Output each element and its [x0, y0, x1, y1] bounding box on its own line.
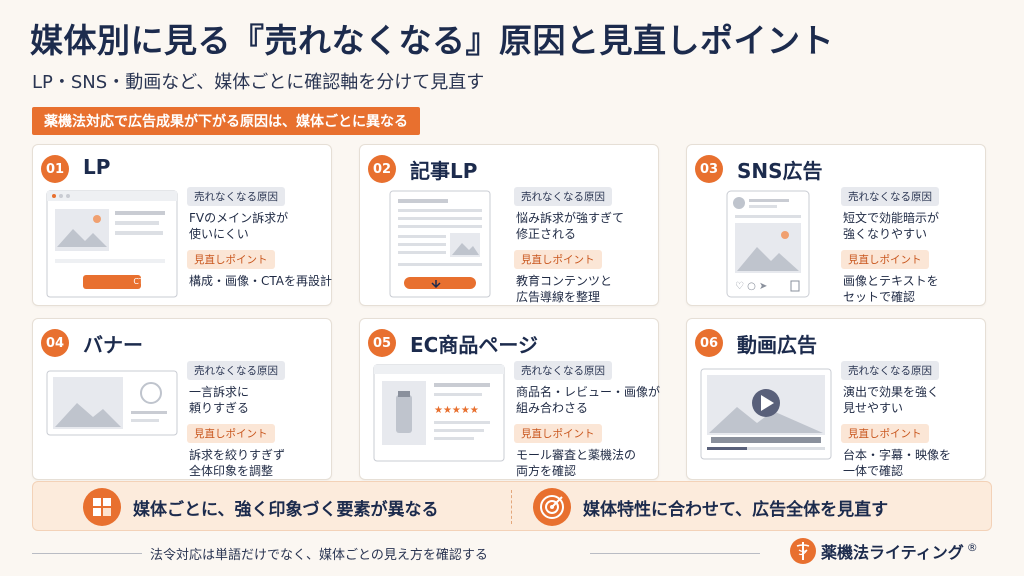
reason-line: 短文で効能暗示が [843, 211, 940, 225]
point-line: 画像とテキストを [843, 274, 939, 288]
card-info: 売れなくなる原因 演出で効果を強く 見せやすい 見直しポイント 台本・字幕・映像… [841, 359, 985, 485]
reason-text: 商品名・レビュー・画像が 組み合わさる [516, 384, 661, 416]
reason-text: 演出で効果を強く 見せやすい [843, 384, 985, 416]
card-number: 04 [41, 329, 69, 357]
card-title: EC商品ページ [410, 333, 538, 357]
card-number: 06 [695, 329, 723, 357]
card-info: 売れなくなる原因 短文で効能暗示が 強くなりやすい 見直しポイント 画像とテキス… [841, 185, 985, 311]
page-title: 媒体別に見る『売れなくなる』原因と見直しポイント [30, 21, 834, 60]
point-line: 両方を確認 [516, 464, 577, 478]
media-card-grid: 01 LP CTA 売れなくなる原因 FVのメイン訴求が 使いにくい 見直しポイ… [32, 144, 992, 480]
footer-text: 法令対応は単語だけでなく、媒体ごとの見え方を確認する [150, 548, 488, 563]
svg-text:♡ ○ ➤: ♡ ○ ➤ [735, 281, 767, 292]
card-banner: 04 バナー 売れなくなる原因 一言訴求に 頼りすぎる 見直しポイント 訴求を絞… [32, 318, 332, 480]
point-line: 教育コンテンツと [516, 274, 613, 288]
puzzle-icon [83, 488, 121, 526]
card-info: 売れなくなる原因 FVのメイン訴求が 使いにくい 見直しポイント 構成・画像・C… [187, 185, 332, 295]
point-line: セットで確認 [843, 290, 916, 304]
card-info: 売れなくなる原因 悩み訴求が強すぎて 修正される 見直しポイント 教育コンテンツ… [514, 185, 658, 311]
card-title: バナー [83, 333, 143, 357]
card-ec-product-page: 05 EC商品ページ ★★★★★ 売れなくなる原因 商品名・レビュー・画像が 組… [359, 318, 660, 480]
summary-right-text: 媒体特性に合わせて、広告全体を見直す [583, 500, 889, 520]
reason-tag: 売れなくなる原因 [514, 187, 612, 206]
reason-tag: 売れなくなる原因 [514, 361, 612, 380]
point-text: 訴求を絞りすぎず 全体印象を調整 [189, 447, 331, 479]
point-tag: 見直しポイント [514, 424, 602, 443]
point-tag: 見直しポイント [841, 250, 929, 269]
reason-tag: 売れなくなる原因 [187, 361, 285, 380]
card-info: 売れなくなる原因 商品名・レビュー・画像が 組み合わさる 見直しポイント モール… [514, 359, 661, 485]
registered-mark: ® [966, 540, 978, 554]
point-line: 一体で確認 [843, 464, 904, 478]
reason-text: FVのメイン訴求が 使いにくい [189, 210, 331, 242]
banner-illustration [46, 370, 178, 436]
card-title: 記事LP [410, 159, 478, 183]
page-subtitle: LP・SNS・動画など、媒体ごとに確認軸を分けて見直す [32, 72, 485, 93]
footer-rule-right [590, 553, 760, 554]
point-line: 広告導線を整理 [516, 290, 601, 304]
reason-text: 悩み訴求が強すぎて 修正される [516, 210, 658, 242]
card-info: 売れなくなる原因 一言訴求に 頼りすぎる 見直しポイント 訴求を絞りすぎず 全体… [187, 359, 331, 485]
reason-line: 悩み訴求が強すぎて [516, 211, 625, 225]
card-number: 03 [695, 155, 723, 183]
card-sns-ad: 03 SNS広告 ♡ ○ ➤ 売れなくなる原因 短文で効能暗示が 強くなりやすい… [686, 144, 986, 306]
reason-text: 短文で効能暗示が 強くなりやすい [843, 210, 985, 242]
reason-tag: 売れなくなる原因 [841, 361, 939, 380]
point-tag: 見直しポイント [187, 250, 275, 269]
brand-name: 薬機法ライティング [821, 543, 964, 562]
reason-line: 強くなりやすい [843, 227, 928, 241]
ec-page-illustration: ★★★★★ [373, 364, 505, 462]
lp-cta-label: CTA [133, 277, 149, 286]
point-text: 構成・画像・CTAを再設計 [189, 273, 332, 289]
card-title: LP [83, 155, 111, 179]
card-number: 01 [41, 155, 69, 183]
card-title: SNS広告 [737, 159, 823, 183]
video-player-illustration [700, 368, 832, 460]
card-lp: 01 LP CTA 売れなくなる原因 FVのメイン訴求が 使いにくい 見直しポイ… [32, 144, 332, 306]
point-text: 教育コンテンツと 広告導線を整理 [516, 273, 658, 305]
card-article-lp: 02 記事LP 売れなくなる原因 悩み訴求が強すぎて 修正される 見直しポイント [359, 144, 659, 306]
card-video-ad: 06 動画広告 売れなくなる原因 演出で効果を強く 見せやすい 見直しポイント … [686, 318, 986, 480]
point-line: 構成・画像・CTAを再設計 [189, 274, 332, 288]
point-line: 台本・字幕・映像を [843, 448, 952, 462]
card-number: 05 [368, 329, 396, 357]
point-line: 訴求を絞りすぎず [189, 448, 286, 462]
point-tag: 見直しポイント [514, 250, 602, 269]
reason-tag: 売れなくなる原因 [187, 187, 285, 206]
reason-line: 一言訴求に [189, 385, 250, 399]
reason-tag: 売れなくなる原因 [841, 187, 939, 206]
sns-post-illustration: ♡ ○ ➤ [726, 190, 810, 298]
brand: 薬機法ライティング ® [790, 538, 978, 564]
point-text: 画像とテキストを セットで確認 [843, 273, 985, 305]
target-icon [533, 488, 571, 526]
footer-rule-left [32, 553, 142, 554]
reason-line: 組み合わさる [516, 401, 589, 415]
point-tag: 見直しポイント [187, 424, 275, 443]
reason-text: 一言訴求に 頼りすぎる [189, 384, 331, 416]
reason-line: 使いにくい [189, 227, 249, 241]
reason-line: 修正される [516, 227, 577, 241]
point-line: 全体印象を調整 [189, 464, 274, 478]
card-number: 02 [368, 155, 396, 183]
reason-line: 商品名・レビュー・画像が [516, 385, 661, 399]
summary-box: 媒体ごとに、強く印象づく要素が異なる 媒体特性に合わせて、広告全体を見直す [32, 481, 992, 531]
reason-line: 頼りすぎる [189, 401, 250, 415]
caduceus-icon [790, 538, 816, 564]
reason-line: FVのメイン訴求が [189, 211, 289, 225]
point-text: 台本・字幕・映像を 一体で確認 [843, 447, 985, 479]
section-banner: 薬機法対応で広告成果が下がる原因は、媒体ごとに異なる [32, 107, 420, 135]
reason-line: 見せやすい [843, 401, 904, 415]
reason-line: 演出で効果を強く [843, 385, 940, 399]
play-icon [761, 395, 774, 411]
point-line: モール審査と薬機法の [516, 448, 637, 462]
point-tag: 見直しポイント [841, 424, 929, 443]
svg-text:★★★★★: ★★★★★ [434, 405, 479, 416]
summary-left-text: 媒体ごとに、強く印象づく要素が異なる [133, 500, 439, 520]
card-title: 動画広告 [737, 333, 817, 357]
summary-divider [511, 490, 512, 524]
lp-page-illustration [46, 190, 178, 298]
article-page-illustration [389, 190, 491, 298]
point-text: モール審査と薬機法の 両方を確認 [516, 447, 658, 479]
